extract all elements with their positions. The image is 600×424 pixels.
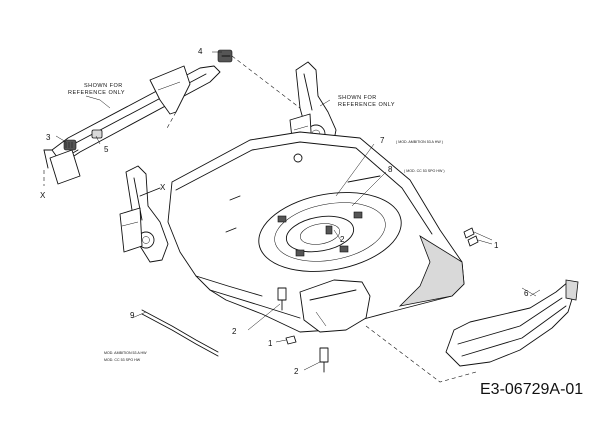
callout-8: 8 — [388, 165, 393, 174]
callout-4: 4 — [198, 47, 203, 56]
mark-x-right: X — [160, 183, 166, 192]
ref-leader-bracket — [165, 111, 177, 131]
bolts-part-2 — [247, 287, 329, 373]
reference-note-right-line2: REFERENCE ONLY — [338, 102, 395, 108]
callout-7: 7 — [380, 136, 385, 145]
seal-strip-part-9 — [131, 309, 219, 357]
leader-7 — [335, 143, 375, 197]
leader-8 — [351, 171, 387, 207]
left-axle-assembly — [43, 65, 221, 185]
model-note-7: ( MOD. AMBITION 53 A HW ) — [396, 140, 443, 144]
ref-leader-axle — [231, 55, 301, 109]
callout-3: 3 — [46, 133, 51, 142]
left-front-bracket — [119, 165, 169, 263]
callout-2-left: 2 — [232, 327, 237, 336]
leader-ref-left — [85, 95, 111, 109]
callout-6: 6 — [524, 289, 529, 298]
drawing-code: E3-06729A-01 — [480, 381, 583, 398]
spring-part-3 — [63, 139, 77, 151]
callout-1-bottom: 1 — [268, 339, 273, 348]
reference-note-left-line2: REFERENCE ONLY — [68, 90, 125, 96]
leader-3 — [55, 135, 67, 143]
leader-2-center — [333, 229, 343, 243]
callout-2-center: 2 — [340, 235, 345, 244]
callout-2-bottom: 2 — [294, 367, 299, 376]
callout-1-right: 1 — [494, 241, 499, 250]
reference-note-right-line1: SHOWN FOR — [338, 95, 377, 101]
mower-deck — [167, 131, 465, 333]
callout-5: 5 — [104, 145, 109, 154]
callout-9: 9 — [130, 311, 135, 320]
leader-6 — [521, 287, 537, 297]
mark-x-left: X — [40, 191, 46, 200]
model-note-8: ( MOD. CC 53 SPO HW ) — [404, 169, 445, 173]
leader-5 — [95, 135, 101, 145]
leader-ref-right — [319, 99, 331, 107]
screws-part-1 — [275, 227, 493, 345]
model-note-9a: MOD. AMBITION 53 A HW — [104, 351, 147, 355]
model-note-9b: MOD. CC 53 SPO HW — [104, 358, 141, 362]
discharge-chute-part-6 — [365, 279, 579, 383]
reference-note-left-line1: SHOWN FOR — [84, 83, 123, 89]
bushing-part-5 — [91, 129, 103, 139]
